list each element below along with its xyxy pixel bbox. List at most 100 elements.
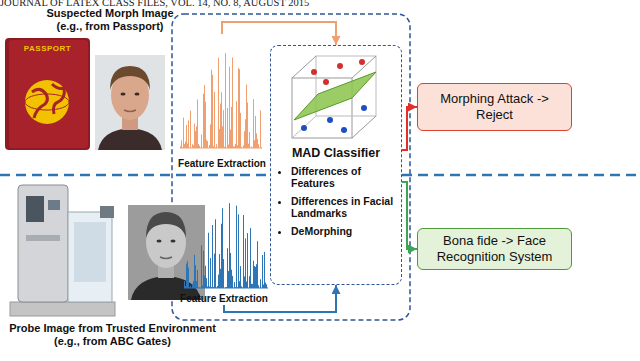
histogram-bar [225, 53, 226, 148]
histogram-bar [186, 125, 187, 148]
histogram-bar [211, 70, 212, 148]
box-label: Bona fide -> Face Recognition System [424, 233, 565, 265]
histogram-bar [230, 130, 231, 148]
histogram-bar [191, 147, 192, 148]
histogram-bar [191, 287, 192, 288]
bullet-list: Differences of FeaturesDifferences in Fa… [277, 165, 395, 237]
histogram-bar [230, 253, 231, 288]
histogram-bar [241, 286, 242, 288]
separator-line [0, 174, 270, 177]
histogram-bar [255, 267, 256, 288]
histogram-bar [218, 275, 219, 288]
histogram-bar [242, 147, 243, 148]
histogram-bar [234, 282, 235, 288]
histogram-bar [183, 118, 184, 148]
histogram-bar [200, 287, 201, 288]
histogram-bar [256, 133, 257, 148]
bullet-item: Differences in Facial Landmarks [291, 195, 395, 219]
histogram-bar [266, 284, 267, 288]
bullet-item: DeMorphing [291, 225, 395, 237]
histogram-bar [248, 144, 249, 148]
histogram-bar [213, 287, 214, 288]
histogram-bar [199, 287, 200, 288]
histogram-bar [215, 147, 216, 148]
histogram-bar [192, 284, 193, 288]
histogram-bar [241, 147, 242, 148]
reject-box: Morphing Attack -> Reject [417, 83, 572, 131]
histogram-bar [238, 68, 239, 148]
histogram-bar [242, 287, 243, 288]
histogram-bar [188, 268, 189, 288]
histogram-bar [216, 144, 217, 148]
histogram-bar [204, 276, 205, 288]
histogram-bar [204, 85, 205, 148]
histogram-bar [239, 69, 240, 148]
histogram-bar [190, 286, 191, 288]
passport-illustration [5, 38, 90, 150]
histogram-bar [228, 271, 229, 288]
histogram-bar [205, 266, 206, 288]
histogram-bar [229, 203, 230, 288]
histogram-bar [248, 287, 249, 288]
histogram-bar [227, 248, 228, 288]
histogram-bar [246, 85, 247, 148]
flow-arrow [402, 182, 417, 249]
histogram-bar [226, 147, 227, 148]
histogram-bar [240, 113, 241, 148]
box-label: Feature Extraction [178, 158, 266, 170]
histogram-bar [212, 225, 213, 288]
histogram-bar [211, 287, 212, 289]
histogram-bar [207, 141, 208, 148]
histogram-bar [194, 124, 195, 148]
histogram-bar [202, 286, 203, 288]
classifier-plot [292, 56, 376, 138]
histogram-bar [192, 144, 193, 148]
histogram-bar [216, 287, 217, 288]
histogram-bar [212, 75, 213, 148]
histogram-bar [213, 146, 214, 148]
passport-title: PASSPORT [5, 44, 90, 54]
face-photo [128, 205, 205, 300]
histogram-bar [219, 129, 220, 148]
histogram-bar [259, 147, 260, 148]
image-caption: Suspected Morph Image (e.g., from Passpo… [40, 7, 180, 33]
histogram-bar [235, 144, 236, 148]
histogram-bar [217, 286, 218, 288]
histogram-bar [224, 287, 225, 288]
histogram-bar [228, 145, 229, 148]
histogram-bar [252, 147, 253, 148]
histogram-bar [208, 147, 209, 148]
histogram-bar [233, 146, 234, 148]
histogram-bar [202, 147, 203, 148]
histogram-bar [236, 101, 237, 148]
histogram-bar [195, 265, 196, 288]
histogram-bar [231, 270, 232, 288]
histogram-bar [221, 92, 222, 148]
histogram-bar [265, 283, 266, 288]
histogram-bar [243, 215, 244, 288]
histogram-bar [209, 286, 210, 288]
histogram-bar [249, 132, 250, 148]
gate-illustration [10, 185, 115, 316]
histogram-bar [260, 279, 261, 288]
histogram-bar [205, 102, 206, 148]
histogram-bar [197, 270, 198, 288]
face-photo [95, 55, 165, 150]
histogram-bar [195, 131, 196, 148]
histogram-bar [214, 92, 215, 148]
histogram-bar [215, 219, 216, 288]
histogram-bar [247, 233, 248, 288]
histogram-bar [260, 110, 261, 148]
histogram-bar [244, 131, 245, 148]
histogram-bar [251, 147, 252, 148]
histogram-bar [223, 259, 224, 288]
histogram-bar [258, 285, 259, 288]
histogram-bar [217, 147, 218, 148]
histogram-bar [180, 146, 181, 148]
histogram-bar [254, 266, 255, 288]
histogram-bar [233, 287, 234, 288]
feature-extraction: Feature Extraction [174, 34, 270, 170]
histogram-bar [236, 206, 237, 288]
histogram-bar [262, 255, 263, 288]
